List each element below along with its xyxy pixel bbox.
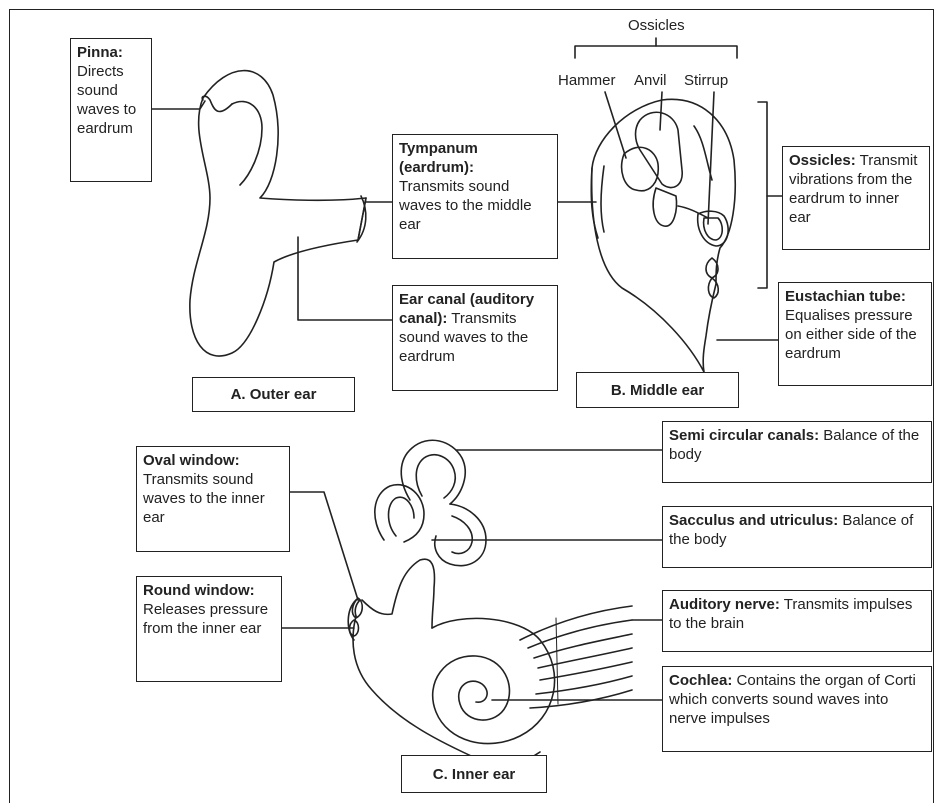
eustachian-term: Eustachian tube: — [785, 288, 906, 305]
auditory-nerve-box: Auditory nerve: Transmits impulses to th… — [662, 590, 932, 652]
round-window-desc: Releases pressure from the inner ear — [143, 601, 268, 637]
pinna-leader — [150, 101, 205, 109]
semicircular-term: Semi circular canals: — [669, 427, 819, 444]
semicircular-box: Semi circular canals: Balance of the bod… — [662, 421, 932, 483]
inner-ear-drawing — [348, 440, 632, 764]
cochlea-term: Cochlea: — [669, 672, 732, 689]
outer-ear-drawing — [190, 71, 366, 356]
tympanum-box: Tympanum (eardrum): Transmits sound wave… — [392, 134, 558, 259]
auditory-nerve-term: Auditory nerve: — [669, 596, 780, 613]
oval-window-term: Oval window: — [143, 452, 240, 469]
sacculus-term: Sacculus and utriculus: — [669, 512, 838, 529]
pinna-term: Pinna: — [77, 44, 123, 61]
inner-ear-title: C. Inner ear — [401, 755, 547, 793]
ossicles-bracket-right — [758, 102, 767, 288]
ossicles-term: Ossicles: — [789, 152, 856, 169]
cochlea-box: Cochlea: Contains the organ of Corti whi… — [662, 666, 932, 752]
round-window-term: Round window: — [143, 582, 255, 599]
outer-ear-title: A. Outer ear — [192, 377, 355, 412]
sacculus-box: Sacculus and utriculus: Balance of the b… — [662, 506, 932, 568]
anvil-label: Anvil — [634, 72, 667, 89]
ossicles-box: Ossicles: Transmit vibrations from the e… — [782, 146, 930, 250]
anvil-pointer — [660, 92, 662, 130]
eustachian-box: Eustachian tube: Equalises pressure on e… — [778, 282, 932, 386]
middle-ear-drawing — [591, 99, 735, 372]
round-window-box: Round window: Releases pressure from the… — [136, 576, 282, 682]
tympanum-term: Tympanum (eardrum): — [399, 140, 478, 176]
pinna-box: Pinna: Directs sound waves to eardrum — [70, 38, 152, 182]
eustachian-desc: Equalises pressure on either side of the… — [785, 307, 917, 362]
ossicles-bracket-top — [575, 46, 737, 58]
hammer-pointer — [605, 92, 626, 158]
tympanum-desc: Transmits sound waves to the middle ear — [399, 178, 532, 233]
oval-window-box: Oval window: Transmits sound waves to th… — [136, 446, 290, 552]
pinna-desc: Directs sound waves to eardrum — [77, 63, 136, 137]
stirrup-label: Stirrup — [684, 72, 728, 89]
middle-ear-title: B. Middle ear — [576, 372, 739, 408]
ossicles-header: Ossicles — [628, 17, 685, 34]
ear-canal-box: Ear canal (auditory canal): Transmits so… — [392, 285, 558, 391]
oval-window-desc: Transmits sound waves to the inner ear — [143, 471, 265, 526]
hammer-label: Hammer — [558, 72, 616, 89]
oval-window-leader — [290, 492, 358, 600]
